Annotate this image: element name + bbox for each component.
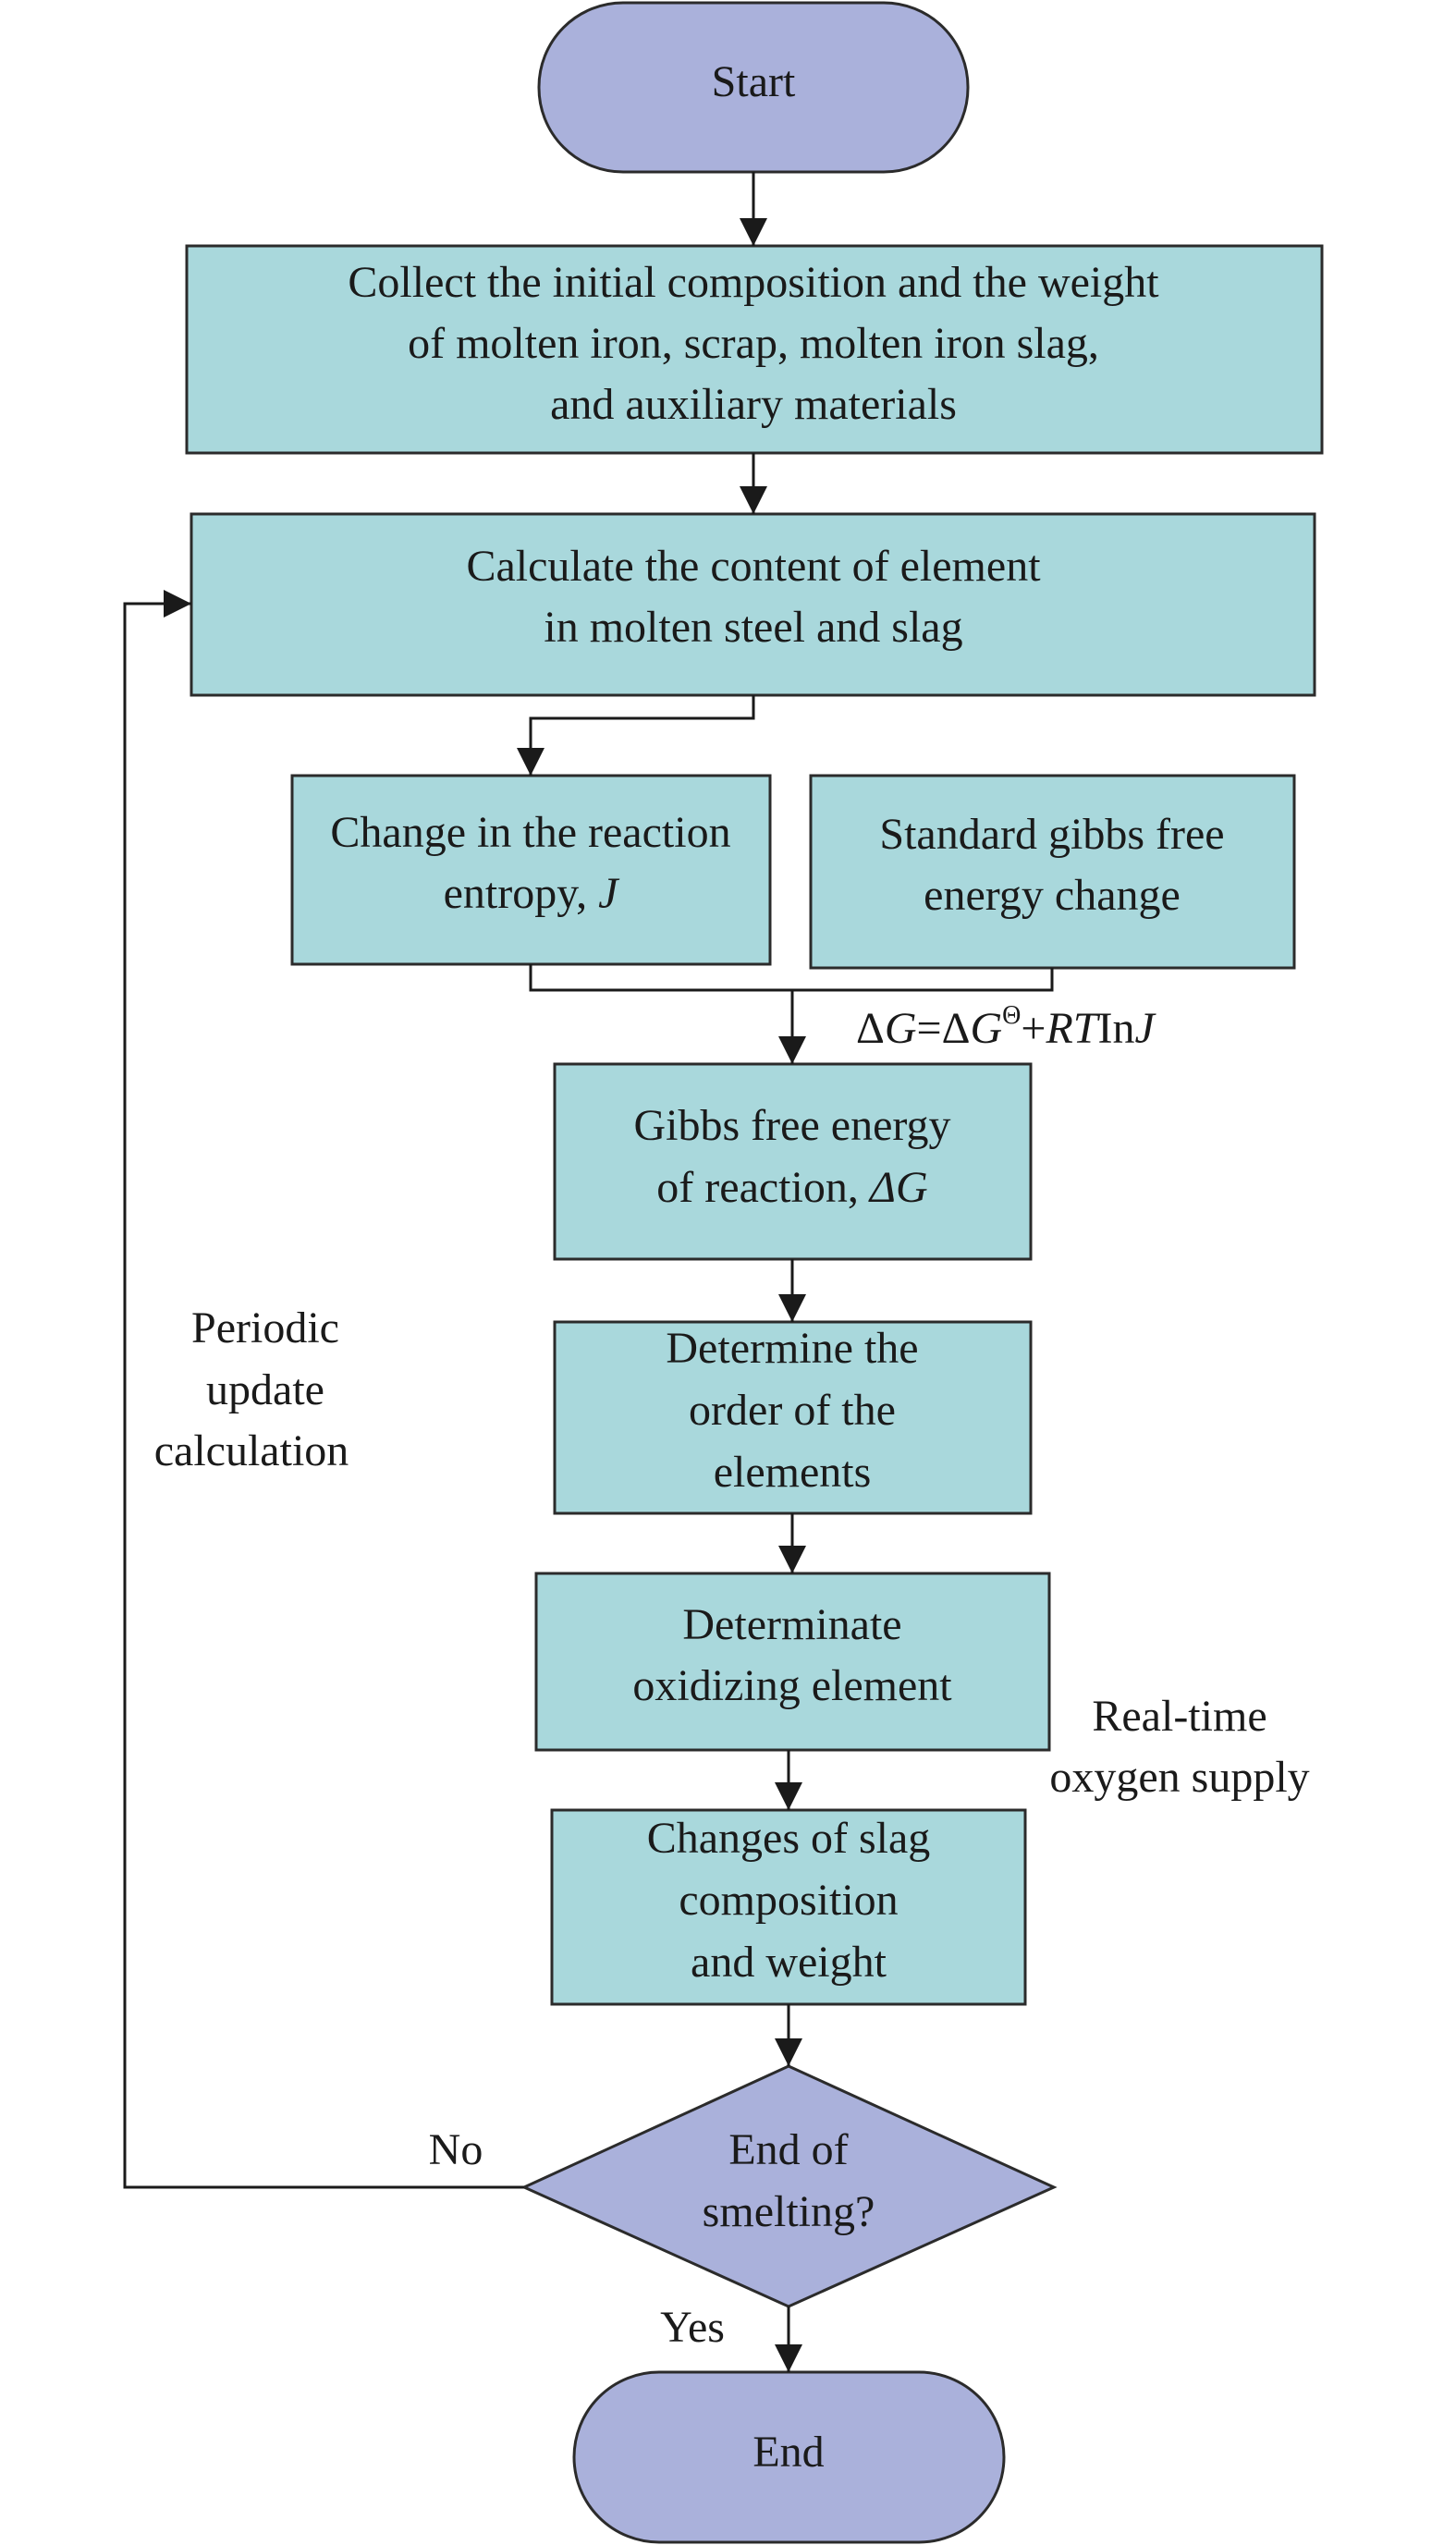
slag-line-1: Changes of slag — [647, 1814, 931, 1863]
collect-line-1: Collect the initial composition and the … — [348, 258, 1159, 307]
standard-line-2: energy change — [924, 871, 1181, 920]
order-node: Determine the order of the elements — [553, 1320, 1033, 1515]
oxidizing-line-1: Determinate — [682, 1600, 901, 1649]
decision-node: End of smelting? — [520, 2064, 1058, 2308]
end-label: End — [752, 2428, 824, 2477]
order-line-3: elements — [714, 1448, 872, 1497]
gibbs-line-1: Gibbs free energy — [634, 1101, 951, 1150]
slag-line-2: composition — [679, 1876, 898, 1925]
collect-node: Collect the initial composition and the … — [185, 244, 1324, 455]
standard-line-1: Standard gibbs free — [879, 810, 1224, 859]
decision-line-1: End of — [728, 2125, 848, 2174]
oxidizing-node: Determinate oxidizing element — [534, 1572, 1051, 1752]
periodic-line-3: calculation — [154, 1426, 349, 1475]
periodic-line-2: update — [206, 1365, 324, 1414]
collect-line-2: of molten iron, scrap, molten iron slag, — [408, 319, 1099, 368]
end-node: End — [572, 2370, 1006, 2544]
collect-line-3: and auxiliary materials — [550, 380, 957, 429]
order-line-1: Determine the — [666, 1324, 918, 1373]
entropy-node: Change in the reaction entropy, J — [290, 774, 772, 966]
standard-gibbs-node: Standard gibbs free energy change — [809, 774, 1296, 970]
start-label: Start — [712, 57, 796, 106]
gibbs-equation: ΔG=ΔGΘ+RTInJ — [856, 1001, 1156, 1053]
edge-calculate-entropy — [517, 695, 755, 776]
decision-line-2: smelting? — [703, 2187, 875, 2236]
oxidizing-line-2: oxidizing element — [632, 1661, 952, 1710]
entropy-line-1: Change in the reaction — [330, 808, 730, 857]
realtime-oxygen-note: Real-time oxygen supply — [1049, 1692, 1309, 1802]
realtime-line-1: Real-time — [1092, 1692, 1266, 1741]
realtime-line-2: oxygen supply — [1049, 1753, 1309, 1802]
periodic-line-1: Periodic — [191, 1303, 339, 1352]
calculate-line-2: in molten steel and slag — [544, 603, 962, 652]
no-label: No — [429, 2125, 483, 2174]
slag-line-3: and weight — [691, 1938, 887, 1987]
calculate-line-1: Calculate the content of element — [466, 542, 1041, 591]
gibbs-line-2: of reaction, ΔG — [656, 1163, 927, 1212]
entropy-line-2: entropy, J — [444, 869, 621, 918]
periodic-update-note: Periodic update calculation — [154, 1303, 349, 1475]
edge-feedback-loop — [123, 590, 524, 2189]
start-node: Start — [537, 1, 970, 174]
gibbs-node: Gibbs free energy of reaction, ΔG — [553, 1062, 1033, 1261]
calculate-node: Calculate the content of element in molt… — [190, 512, 1316, 697]
slag-node: Changes of slag composition and weight — [550, 1808, 1027, 2006]
order-line-2: order of the — [689, 1386, 896, 1435]
yes-label: Yes — [660, 2303, 725, 2352]
